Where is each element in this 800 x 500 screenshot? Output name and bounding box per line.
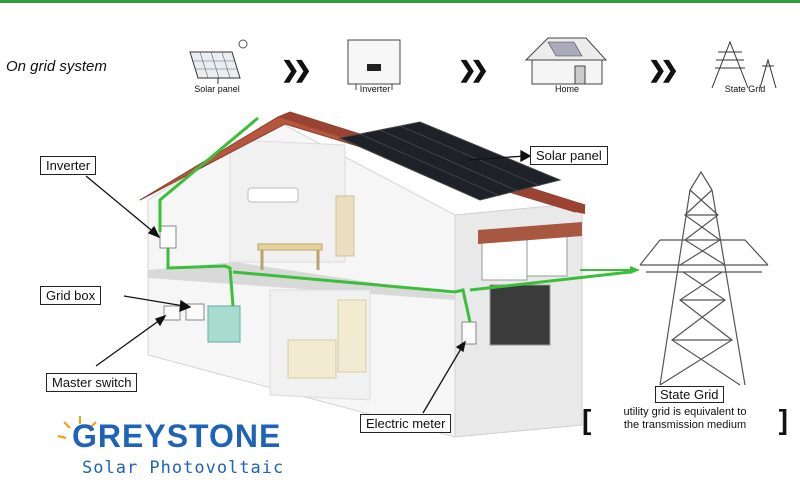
right-bracket-icon: ] — [778, 404, 788, 435]
brand-sun-icon — [57, 416, 97, 440]
flow-step-solar-panel: Solar panel — [194, 84, 240, 94]
brand-subtitle: Solar Photovoltaic — [82, 458, 285, 478]
flow-step-state-grid: State Grid — [724, 84, 766, 94]
flow-arrow-icon: ❯❯ — [648, 57, 679, 82]
pointer-arrows — [85, 149, 532, 414]
solar-panel-icon — [189, 39, 248, 84]
flow-step-inverter: Inverter — [359, 84, 391, 94]
state-grid-description: [ utility grid is equivalent to the tran… — [582, 406, 788, 434]
grid-tower-icon — [711, 40, 777, 89]
label-grid-box: Grid box — [40, 286, 102, 305]
flow-step-home: Home — [554, 84, 579, 94]
transmission-tower — [639, 170, 769, 386]
top-green-rule — [0, 0, 800, 3]
home-icon — [524, 37, 608, 85]
brand-logo-text: GREYSTONE — [72, 418, 282, 454]
label-electric-meter: Electric meter — [360, 414, 452, 433]
flow-title: On grid system — [6, 58, 107, 75]
left-bracket-icon: [ — [582, 404, 592, 435]
state-grid-desc-line-2: the transmission medium — [623, 419, 747, 431]
label-solar-panel: Solar panel — [530, 146, 608, 165]
label-state-grid: State Grid — [655, 386, 724, 403]
label-master-switch: Master switch — [46, 373, 138, 392]
inverter-icon — [347, 39, 401, 90]
wire-path — [158, 116, 631, 323]
house-illustration — [139, 111, 640, 438]
state-grid-desc-line-1: utility grid is equivalent to — [623, 406, 747, 418]
flow-arrow-icon: ❯❯ — [458, 57, 489, 82]
flow-arrow-icon: ❯❯ — [281, 57, 312, 82]
label-inverter: Inverter — [40, 156, 97, 175]
